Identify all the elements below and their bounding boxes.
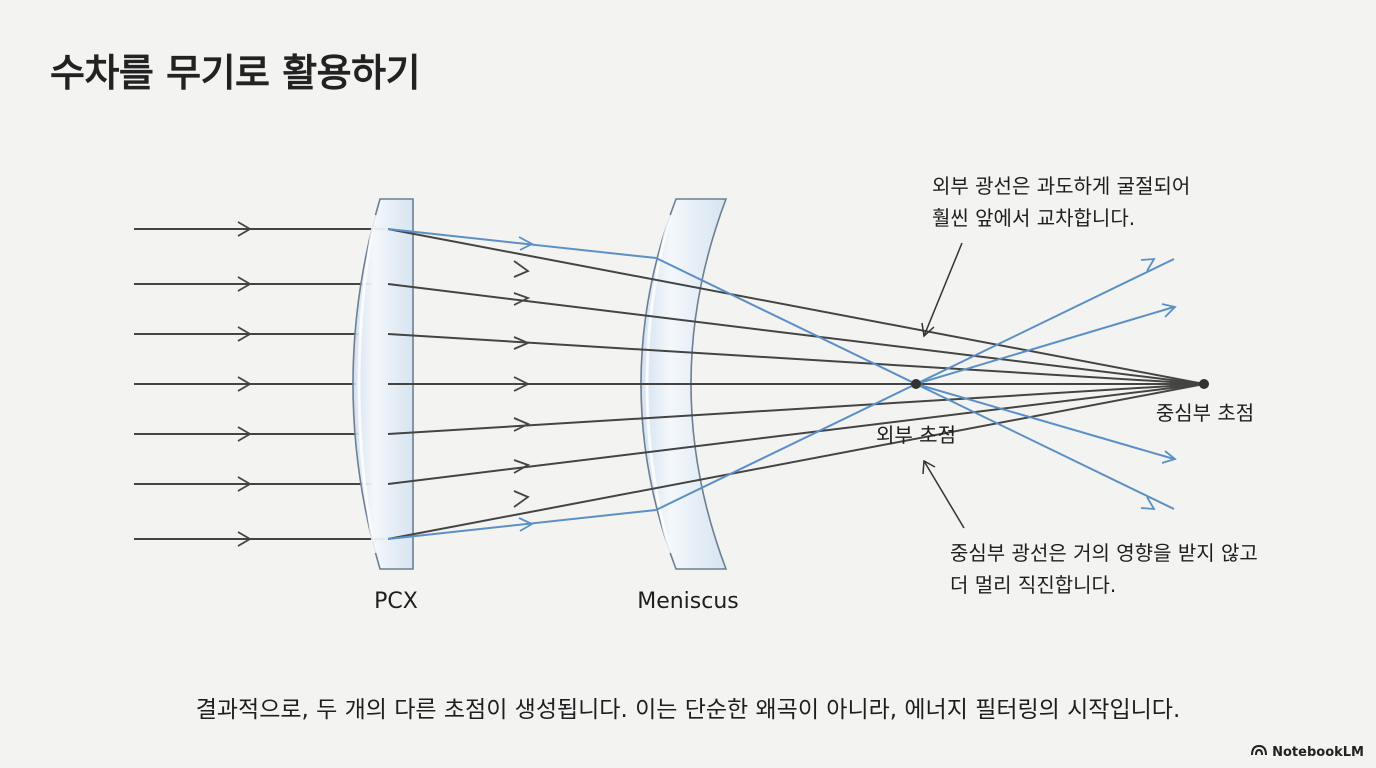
brand-name: NotebookLM	[1272, 744, 1364, 760]
summary-caption: 결과적으로, 두 개의 다른 초점이 생성됩니다. 이는 단순한 왜곡이 아니라…	[195, 697, 1181, 723]
central-ray-arrows	[513, 260, 531, 508]
outer-rays-pointer	[923, 242, 963, 337]
outer-rays	[387, 228, 1175, 540]
incoming-ray-arrows	[237, 221, 252, 547]
outer-focus-point	[911, 379, 921, 389]
brand-badge: NotebookLM	[1251, 744, 1364, 760]
outer-focus-label: 외부 초점	[876, 423, 956, 447]
outer-ray-bottom	[387, 258, 1175, 540]
central-rays	[387, 228, 1205, 540]
annotation-pointers	[921, 242, 965, 529]
pcx-lens	[352, 198, 414, 570]
incoming-rays	[134, 228, 385, 540]
central-focus-point	[1199, 379, 1209, 389]
central-ray-1	[387, 228, 1205, 385]
central-focus-label: 중심부 초점	[1156, 401, 1254, 425]
pcx-label: PCX	[374, 589, 418, 614]
central-rays-note-line1: 중심부 광선은 거의 영향을 받지 않고	[950, 541, 1258, 565]
outer-ray-upper-branch	[915, 306, 1175, 385]
outer-ray-top	[387, 228, 1175, 510]
outer-rays-note-line2: 훨씬 앞에서 교차합니다.	[932, 206, 1135, 230]
central-rays-pointer	[923, 460, 965, 529]
central-rays-note-line2: 더 멀리 직진합니다.	[950, 573, 1116, 597]
central-ray-5	[387, 383, 1205, 435]
meniscus-label: Meniscus	[637, 589, 739, 614]
central-ray-6	[387, 383, 1205, 485]
central-ray-7	[387, 383, 1205, 540]
page-title: 수차를 무기로 활용하기	[50, 51, 421, 95]
outer-ray-arrows	[518, 236, 1177, 532]
outer-rays-note-line1: 외부 광선은 과도하게 굴절되어	[932, 174, 1190, 198]
outer-ray-lower-branch	[915, 383, 1175, 460]
notebooklm-logo-icon	[1251, 744, 1268, 760]
central-ray-3	[387, 333, 1205, 385]
